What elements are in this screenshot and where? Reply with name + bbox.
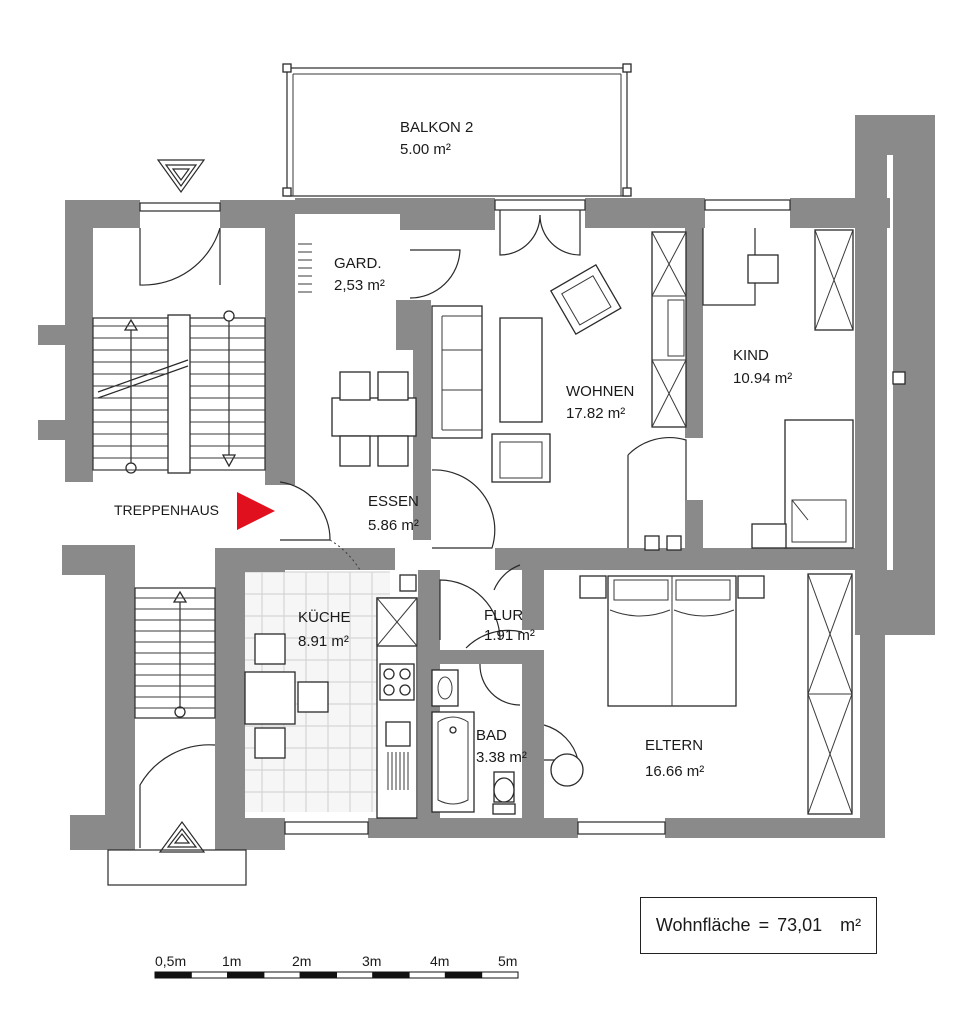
entrance-marker-top bbox=[156, 159, 206, 194]
essen-name: ESSEN bbox=[368, 493, 419, 510]
wohnen-kind-pillar-b bbox=[666, 535, 682, 551]
scale-segment bbox=[408, 971, 446, 979]
gard-name: GARD. bbox=[334, 255, 382, 272]
sofa bbox=[431, 305, 483, 439]
eltern-nightstand-left bbox=[579, 575, 607, 599]
eltern-area: 16.66 m² bbox=[645, 763, 704, 780]
eltern-name: ELTERN bbox=[645, 737, 703, 754]
armchair-rotated bbox=[549, 263, 622, 336]
wohnen-kind-pillar-a bbox=[644, 535, 660, 551]
kitchen-table bbox=[244, 633, 329, 759]
scale-tick-label: 5m bbox=[498, 953, 517, 969]
dining-table bbox=[331, 371, 417, 467]
flur-name: FLUR bbox=[484, 607, 523, 624]
balkon-area: 5.00 m² bbox=[400, 141, 451, 158]
kitchen-vent bbox=[399, 574, 417, 592]
walls bbox=[38, 115, 935, 850]
wohnen-area: 17.82 m² bbox=[566, 405, 625, 422]
kueche-name: KÜCHE bbox=[298, 608, 351, 626]
flur-door bbox=[439, 564, 523, 649]
essen-area: 5.86 m² bbox=[368, 517, 419, 534]
scale-segment bbox=[372, 971, 410, 979]
double-bed bbox=[607, 575, 737, 707]
garderobe bbox=[298, 243, 461, 299]
total-living-area-label: Wohnfläche bbox=[655, 915, 751, 935]
scale-tick-label: 2m bbox=[292, 953, 311, 969]
kind-desk bbox=[702, 228, 779, 306]
scale-tick-label: 4m bbox=[430, 953, 449, 969]
scale-segment bbox=[227, 971, 265, 979]
scale-tick-label: 1m bbox=[222, 953, 241, 969]
kind-nightstand bbox=[751, 523, 787, 549]
kind-name: KIND bbox=[733, 347, 769, 364]
scale-segment bbox=[481, 971, 519, 979]
essen-door bbox=[431, 469, 496, 549]
total-living-area-equals: = bbox=[758, 915, 770, 935]
eltern-door bbox=[543, 724, 584, 787]
total-living-area-unit: m² bbox=[840, 915, 862, 935]
apartment-door bbox=[279, 481, 361, 571]
scale-bar: 0,5m 1m 2m 3m 4m 5m bbox=[154, 953, 519, 979]
flur-area: 1.91 m² bbox=[484, 627, 535, 644]
stair-entry-door bbox=[107, 227, 247, 886]
bad-name: BAD bbox=[476, 727, 507, 744]
bad-area: 3.38 m² bbox=[476, 749, 527, 766]
balcony-door bbox=[499, 210, 581, 256]
kitchen-counter bbox=[376, 597, 418, 819]
eltern-wardrobe bbox=[807, 573, 853, 815]
scale-segment bbox=[190, 971, 229, 979]
right-wall-vent bbox=[892, 371, 906, 385]
balcony bbox=[282, 63, 632, 197]
entrance-marker-bottom bbox=[158, 820, 206, 853]
wohnen-name: WOHNEN bbox=[566, 383, 634, 400]
scale-tick-label: 0,5m bbox=[155, 953, 186, 969]
scale-tick-label: 3m bbox=[362, 953, 381, 969]
scale-segment bbox=[444, 971, 483, 979]
scale-segment bbox=[336, 971, 374, 979]
treppenhaus-name: TREPPENHAUS bbox=[114, 502, 219, 518]
staircase-upper bbox=[92, 310, 266, 474]
kind-area: 10.94 m² bbox=[733, 370, 792, 387]
scale-segment bbox=[263, 971, 301, 979]
scale-segment bbox=[154, 971, 192, 979]
total-living-area-box: Wohnfläche = 73,01 m² bbox=[640, 897, 877, 954]
kind-wardrobe bbox=[814, 229, 854, 331]
kind-bed bbox=[784, 419, 854, 549]
balkon-name: BALKON 2 bbox=[400, 119, 473, 136]
staircase-lower bbox=[134, 587, 216, 719]
bad-fixtures bbox=[431, 663, 521, 815]
kueche-area: 8.91 m² bbox=[298, 633, 349, 650]
gard-area: 2,53 m² bbox=[334, 277, 385, 294]
wardrobe-wohnen bbox=[651, 231, 687, 428]
scale-segment bbox=[299, 971, 338, 979]
apartment-entrance-arrow-icon bbox=[237, 492, 275, 530]
armchair-bottom bbox=[491, 433, 551, 483]
total-living-area-value: 73,01 bbox=[777, 915, 823, 935]
windows bbox=[139, 199, 791, 835]
coffee-table bbox=[499, 317, 543, 423]
eltern-nightstand-right bbox=[737, 575, 765, 599]
kind-door bbox=[627, 437, 687, 548]
